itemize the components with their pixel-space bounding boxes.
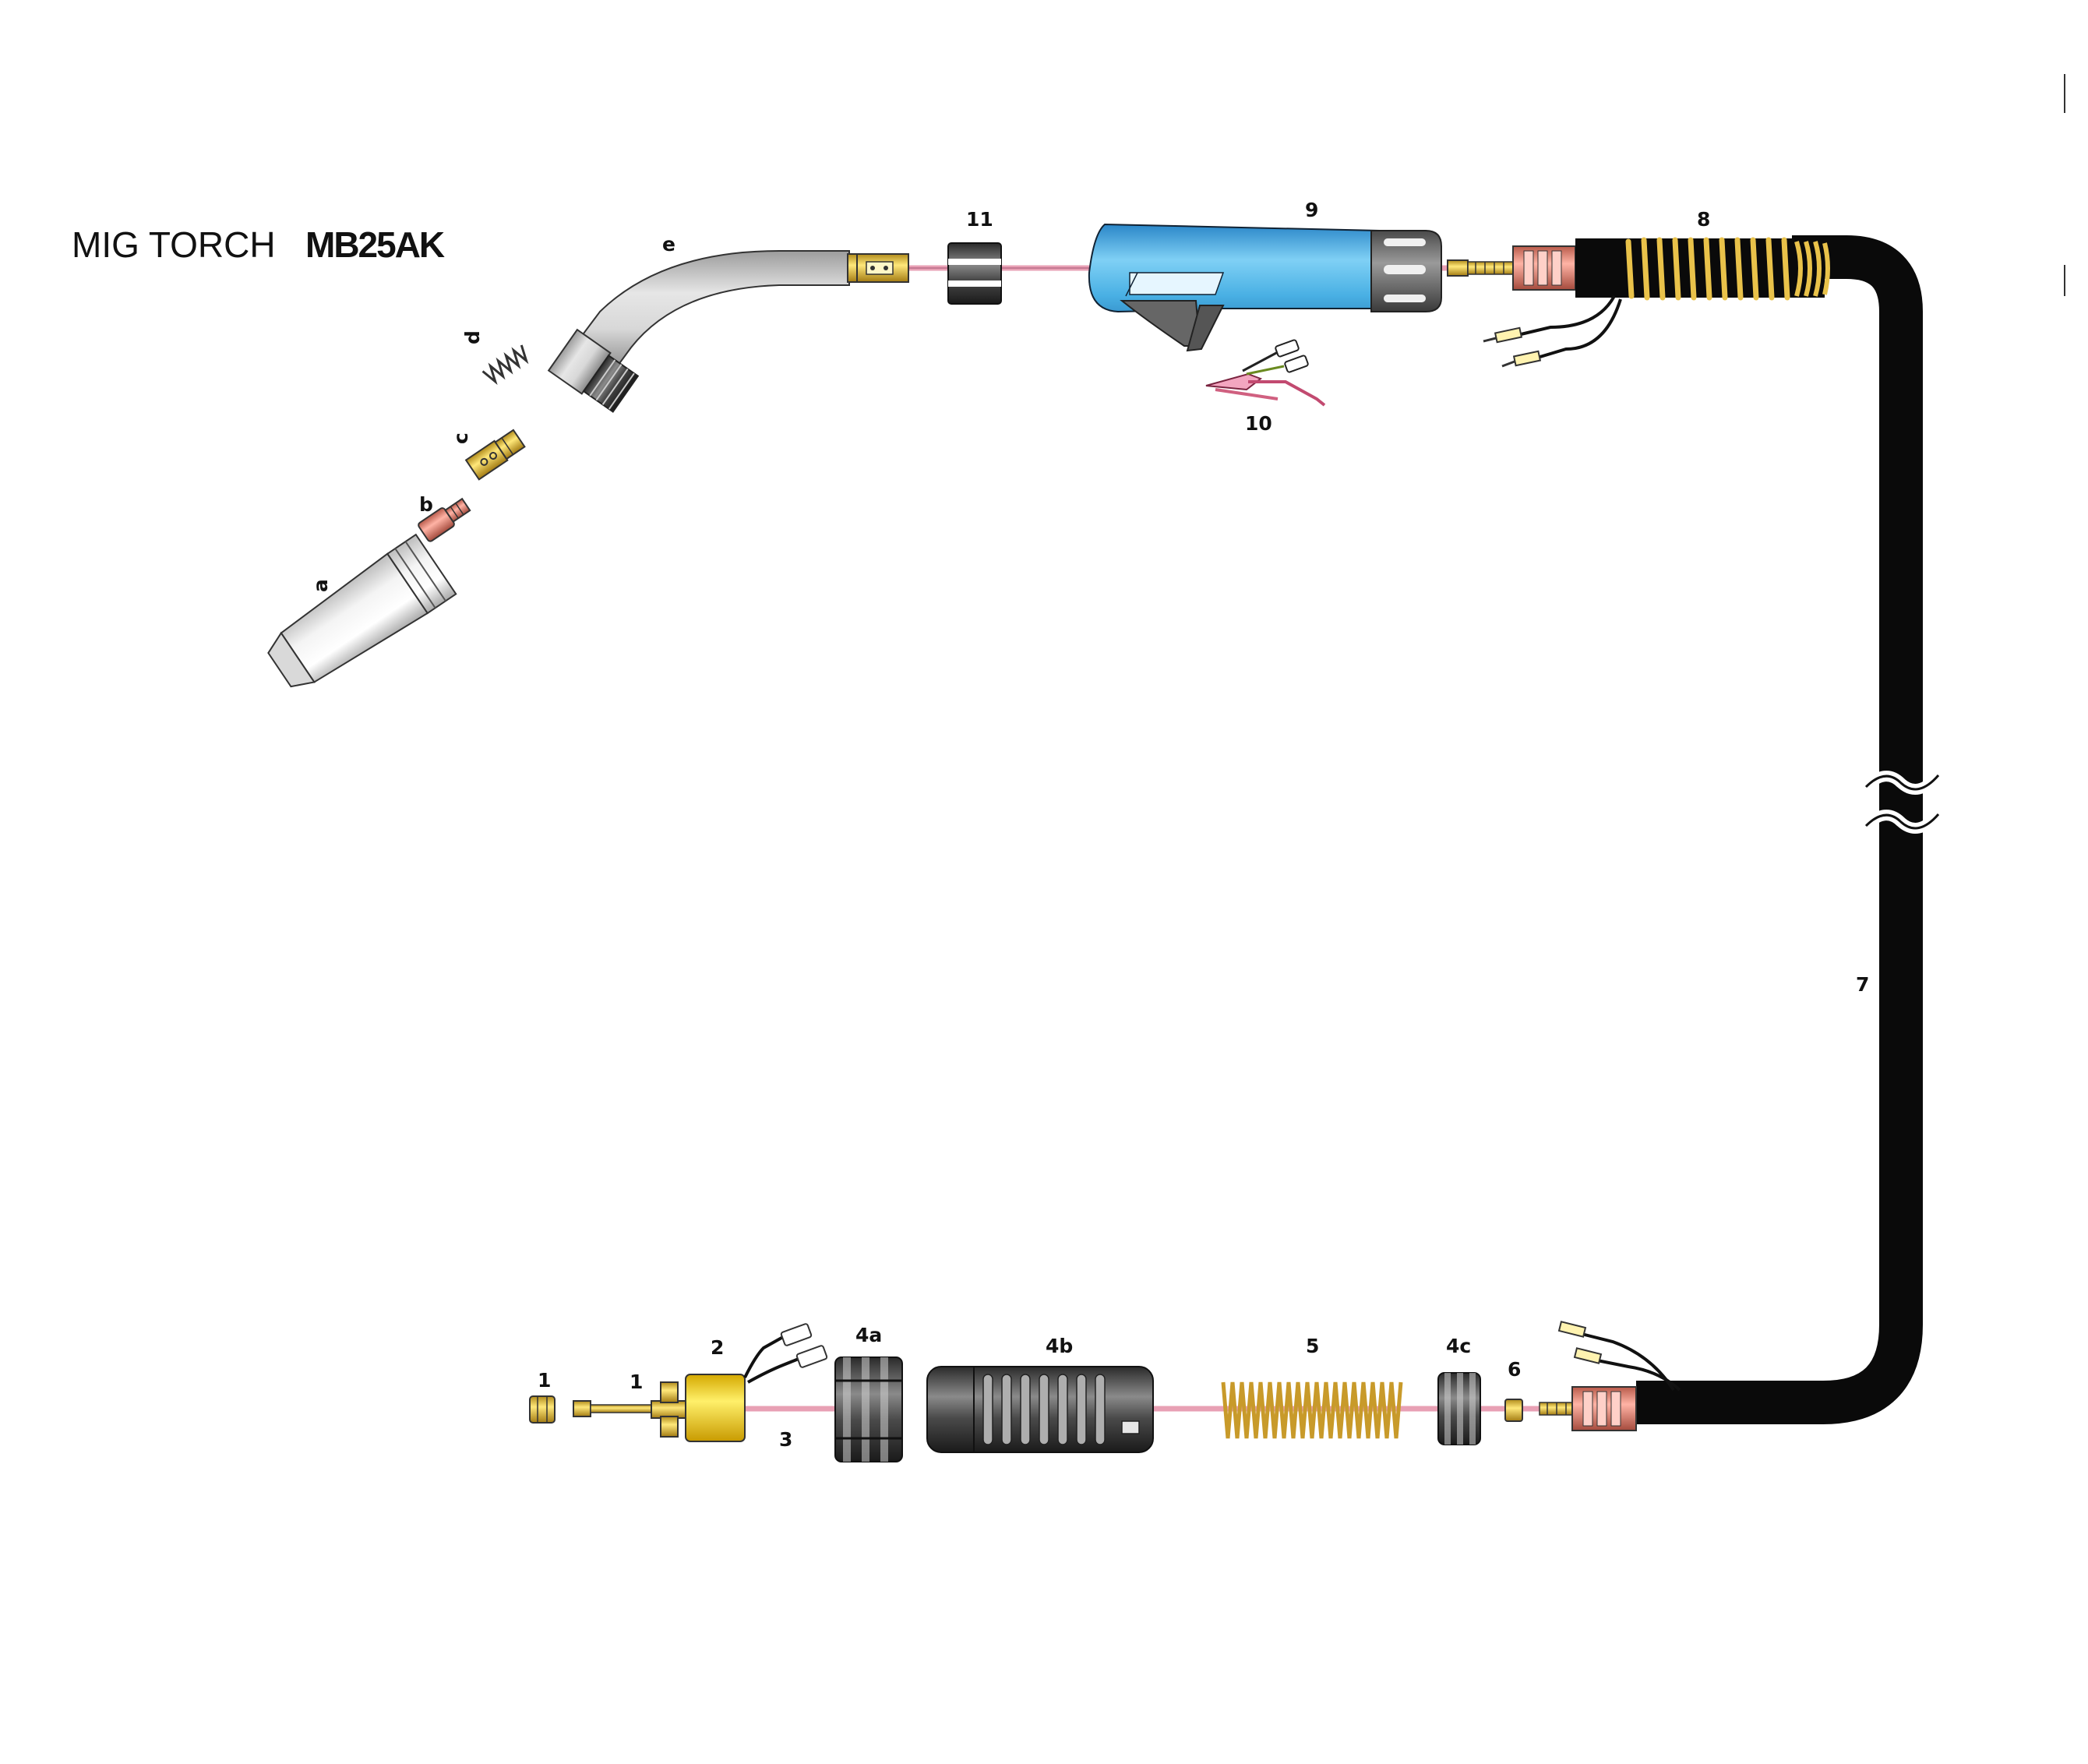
label-10: 10	[1245, 412, 1272, 435]
label-11: 11	[966, 208, 993, 231]
part-2-power-adapter	[651, 1323, 828, 1442]
label-b: b	[419, 493, 433, 516]
diagram-title: MIG TORCH MB25AK	[72, 224, 446, 265]
part-4b-rear-handle	[926, 1366, 1154, 1453]
label-3: 3	[779, 1428, 792, 1451]
part-5-spring	[1221, 1381, 1403, 1439]
label-d: d	[461, 330, 484, 344]
part-b-contact-tip	[418, 497, 471, 542]
label-1-pin: 1	[630, 1371, 643, 1393]
label-a: a	[309, 579, 332, 592]
part-6-small-nut	[1504, 1399, 1523, 1422]
part-1-liner-pin	[573, 1400, 654, 1417]
label-7: 7	[1856, 973, 1869, 996]
label-2: 2	[711, 1336, 724, 1359]
part-d-spring	[481, 344, 529, 386]
part-labels: a b c d e 11 9 10 8 7 1 1 2 3 4a 4b 5 4c…	[309, 199, 1869, 1451]
part-9-handle	[1088, 223, 1442, 352]
label-c: c	[450, 432, 472, 444]
title-model: MB25AK	[305, 224, 445, 265]
label-4b: 4b	[1046, 1335, 1073, 1357]
part-4a-ring	[834, 1357, 903, 1462]
label-9: 9	[1305, 199, 1318, 221]
label-6: 6	[1508, 1358, 1521, 1381]
part-e-swan-neck	[547, 250, 909, 413]
title-prefix: MIG TORCH	[72, 224, 276, 265]
part-1-nut	[529, 1395, 556, 1424]
label-4a: 4a	[855, 1324, 882, 1346]
label-8: 8	[1697, 208, 1710, 231]
part-c-tip-adapter	[464, 429, 526, 481]
label-4c: 4c	[1446, 1335, 1471, 1357]
part-11-neck-nut	[947, 242, 1002, 305]
cable-end-fitting-bottom	[1539, 1321, 1681, 1431]
part-7-cable	[1636, 235, 1943, 1424]
label-1: 1	[538, 1369, 551, 1392]
part-4c-nut	[1437, 1372, 1481, 1445]
part-8-cable-support	[1447, 237, 1830, 368]
label-e: e	[662, 233, 675, 256]
part-a-nozzle	[267, 533, 457, 688]
wire-liner	[584, 265, 1550, 1412]
label-5: 5	[1306, 1335, 1319, 1357]
part-10-switch	[1205, 339, 1326, 407]
